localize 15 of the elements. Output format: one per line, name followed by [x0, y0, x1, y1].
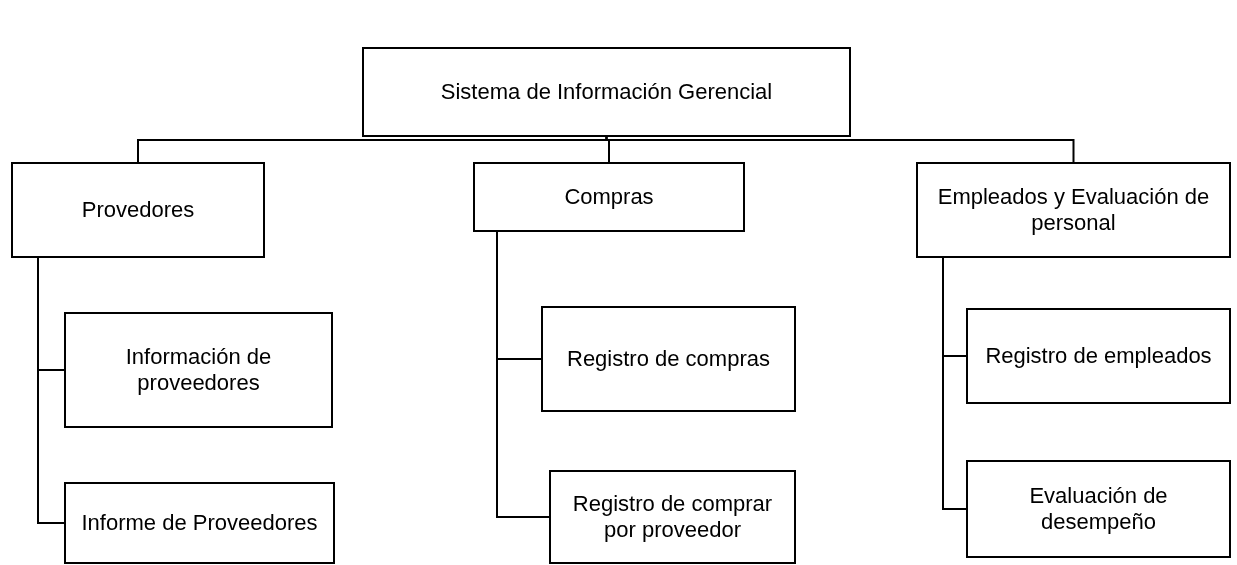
org-box: Registro de compras	[541, 306, 796, 412]
org-box: Registro de comprar por proveedor	[549, 470, 796, 564]
connector-line	[605, 136, 1075, 163]
org-box: Sistema de Información Gerencial	[362, 47, 851, 137]
org-box: Informe de Proveedores	[64, 482, 335, 564]
org-box: Información de proveedores	[64, 312, 333, 428]
org-box: Provedores	[11, 162, 265, 258]
connector-line	[137, 136, 608, 163]
connector-line	[37, 257, 65, 524]
org-box: Compras	[473, 162, 745, 232]
org-box: Empleados y Evaluación de personal	[916, 162, 1231, 258]
org-box: Evaluación de desempeño	[966, 460, 1231, 558]
connector-line	[942, 257, 967, 510]
org-box: Registro de empleados	[966, 308, 1231, 404]
connector-line	[496, 231, 550, 518]
